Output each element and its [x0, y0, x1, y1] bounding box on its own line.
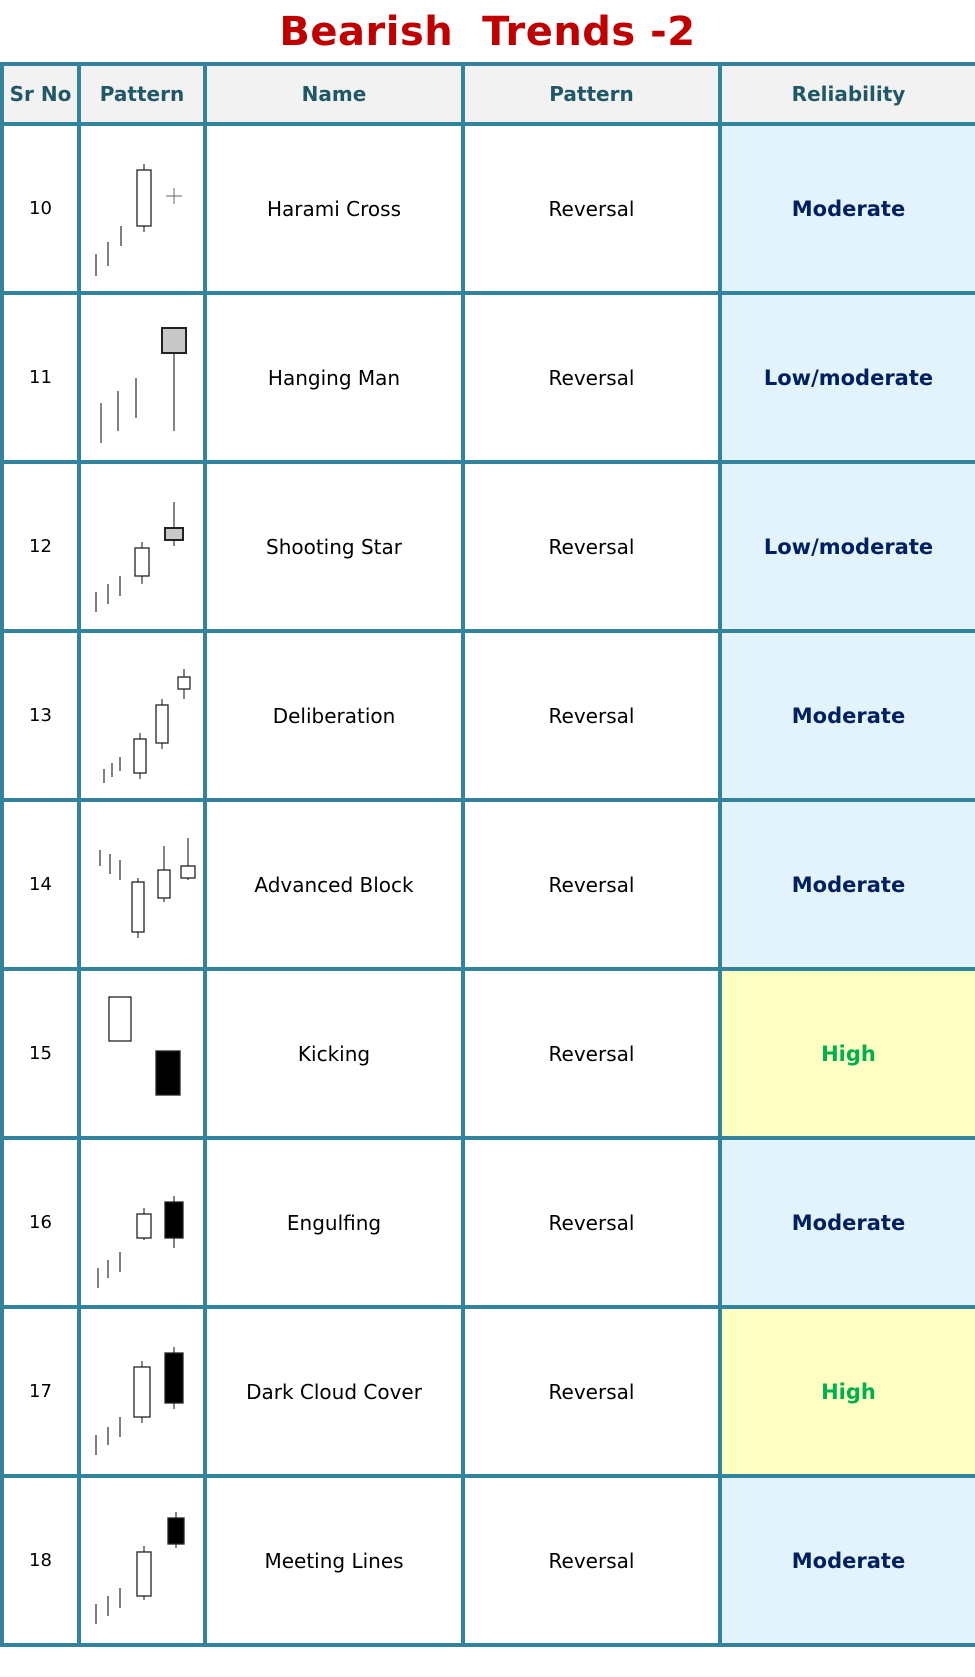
table-row: 10 Harami Cross Reversal Moderate	[0, 122, 975, 295]
pattern-image-cell	[77, 122, 207, 295]
reliability-cell: Moderate	[718, 798, 975, 971]
name-cell: Kicking	[203, 967, 465, 1140]
sr-no-cell: 14	[0, 798, 81, 971]
table-row: 11 Hanging Man Reversal Low/moderate	[0, 291, 975, 464]
reliability-cell: Low/moderate	[718, 291, 975, 464]
engulfing-pattern-icon	[97, 1195, 184, 1288]
candle	[177, 668, 191, 699]
pattern-image-cell	[77, 798, 207, 971]
table-row: 12 Shooting Star Reversal Low/moderate	[0, 460, 975, 633]
candle	[133, 732, 147, 779]
sr-no-cell: 18	[0, 1474, 81, 1647]
table-row: 18 Meeting Lines Reversal Moderate	[0, 1474, 975, 1647]
header-name: Name	[203, 62, 465, 126]
table-row: 16 Engulfing Reversal Moderate	[0, 1136, 975, 1309]
candle	[136, 1545, 152, 1600]
pattern-type-cell: Reversal	[461, 629, 722, 802]
pattern-type-cell: Reversal	[461, 1305, 722, 1478]
kicking-pattern-icon	[108, 995, 181, 1096]
pattern-image-cell	[77, 460, 207, 633]
reliability-cell: Moderate	[718, 629, 975, 802]
name-cell: Shooting Star	[203, 460, 465, 633]
name-cell: Meeting Lines	[203, 1474, 465, 1647]
pattern-type-cell: Reversal	[461, 1136, 722, 1309]
candle	[157, 845, 171, 902]
harami-cross-pattern-icon	[95, 163, 182, 276]
candle	[136, 163, 152, 232]
name-cell: Advanced Block	[203, 798, 465, 971]
pattern-type-cell: Reversal	[461, 460, 722, 633]
candle	[164, 1195, 184, 1248]
sr-no-cell: 15	[0, 967, 81, 1140]
name-cell: Harami Cross	[203, 122, 465, 295]
table-row: 13 Deliberation Reversal Moderate	[0, 629, 975, 802]
candle	[155, 698, 169, 749]
sr-no-cell: 16	[0, 1136, 81, 1309]
header-sr-no: Sr No	[0, 62, 81, 126]
pattern-type-cell: Reversal	[461, 967, 722, 1140]
candle	[161, 326, 187, 431]
pattern-image-cell	[77, 291, 207, 464]
advanced-block-pattern-icon	[99, 837, 196, 938]
reliability-cell: High	[718, 967, 975, 1140]
sr-no-cell: 10	[0, 122, 81, 295]
sr-no-cell: 17	[0, 1305, 81, 1478]
table-row: 17 Dark Cloud Cover Reversal High	[0, 1305, 975, 1478]
header-pattern-type: Pattern	[461, 62, 722, 126]
candle	[180, 837, 196, 880]
candle	[134, 541, 150, 584]
pattern-type-cell: Reversal	[461, 798, 722, 971]
meeting-lines-pattern-icon	[95, 1511, 185, 1624]
sr-no-cell: 12	[0, 460, 81, 633]
pattern-type-cell: Reversal	[461, 122, 722, 295]
reliability-cell: Low/moderate	[718, 460, 975, 633]
sr-no-cell: 13	[0, 629, 81, 802]
name-cell: Dark Cloud Cover	[203, 1305, 465, 1478]
reliability-cell: High	[718, 1305, 975, 1478]
header-pattern-image: Pattern	[77, 62, 207, 126]
hanging-man-pattern-icon	[100, 326, 187, 443]
candle	[155, 1049, 181, 1096]
bearish-patterns-table: Sr No Pattern Name Pattern Reliability 1…	[0, 62, 975, 1647]
pattern-image-cell	[77, 1474, 207, 1647]
reliability-cell: Moderate	[718, 122, 975, 295]
doji-candle	[166, 187, 182, 204]
pattern-image-cell	[77, 1136, 207, 1309]
pattern-image-cell	[77, 1305, 207, 1478]
pattern-image-cell	[77, 967, 207, 1140]
table-row: 15 Kicking Reversal High	[0, 967, 975, 1140]
reliability-cell: Moderate	[718, 1474, 975, 1647]
header-row: Sr No Pattern Name Pattern Reliability	[0, 62, 975, 126]
shooting-star-pattern-icon	[95, 501, 184, 612]
pattern-image-cell	[77, 629, 207, 802]
name-cell: Engulfing	[203, 1136, 465, 1309]
header-reliability: Reliability	[718, 62, 975, 126]
name-cell: Deliberation	[203, 629, 465, 802]
sr-no-cell: 11	[0, 291, 81, 464]
page-title: Bearish Trends -2	[279, 9, 696, 55]
candle	[164, 501, 184, 546]
candle	[108, 995, 132, 1042]
candle	[167, 1511, 185, 1548]
candle	[164, 1346, 184, 1409]
name-cell: Hanging Man	[203, 291, 465, 464]
candle	[133, 1360, 151, 1423]
reliability-cell: Moderate	[718, 1136, 975, 1309]
table-row: 14 Advanced Block Reversal Moderate	[0, 798, 975, 971]
pattern-type-cell: Reversal	[461, 1474, 722, 1647]
candle	[131, 877, 145, 938]
candle	[136, 1207, 152, 1240]
dark-cloud-cover-pattern-icon	[95, 1346, 184, 1455]
deliberation-pattern-icon	[103, 668, 191, 783]
pattern-type-cell: Reversal	[461, 291, 722, 464]
